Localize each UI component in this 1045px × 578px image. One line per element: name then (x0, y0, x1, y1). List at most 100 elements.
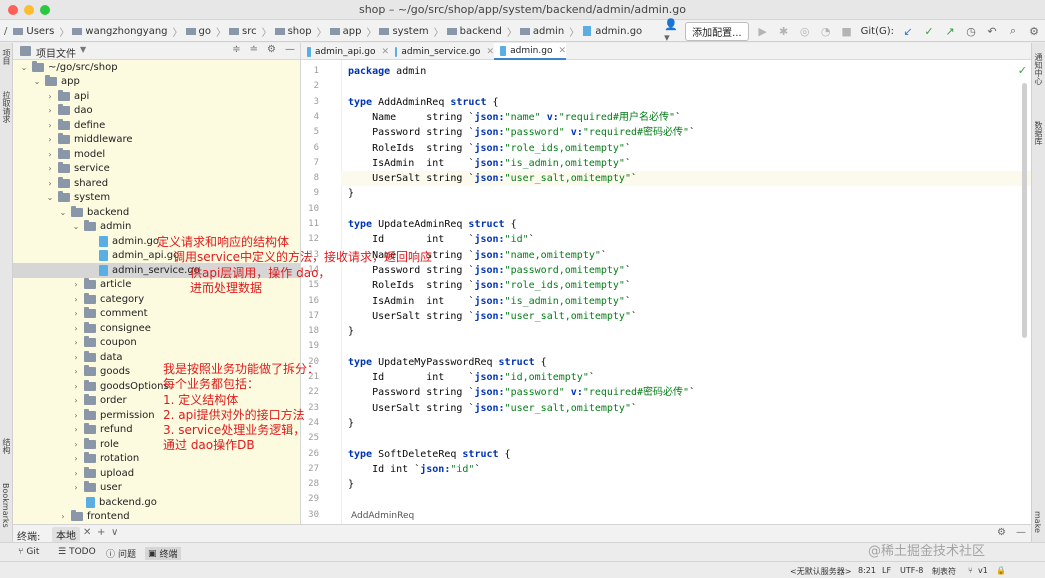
hide-panel-icon[interactable]: — (285, 44, 295, 55)
chevron-right-icon[interactable]: › (48, 135, 52, 145)
code-line[interactable]: Id int `json:"id,omitempty"` (341, 370, 1031, 385)
chevron-right-icon[interactable]: › (74, 483, 78, 493)
chevron-right-icon[interactable]: › (74, 410, 78, 420)
tree-folder-item[interactable]: ⌄~/go/src/shop (13, 60, 300, 75)
tree-folder-item[interactable]: ›rotation (13, 452, 300, 467)
tool-tab-structure[interactable]: 结构 (2, 438, 11, 454)
git-push-icon[interactable]: ↗ (945, 24, 955, 38)
code-line[interactable] (341, 492, 1031, 507)
chevron-right-icon[interactable]: › (61, 512, 65, 522)
breadcrumb-item[interactable]: app (329, 26, 361, 37)
tree-folder-item[interactable]: ›service (13, 162, 300, 177)
tree-file-item[interactable]: admin_service.go (13, 263, 300, 278)
tree-folder-item[interactable]: ›define (13, 118, 300, 133)
chevron-down-icon[interactable]: ⌄ (59, 207, 67, 217)
breadcrumb-item[interactable]: admin.go (582, 26, 642, 37)
tab-admin-api[interactable]: admin_api.go✕ (301, 43, 389, 60)
breadcrumb-item[interactable]: Users (13, 26, 54, 37)
tree-file-item[interactable]: admin.go (13, 234, 300, 249)
breadcrumb-item[interactable]: admin (519, 26, 564, 37)
git-update-icon[interactable]: ↙ (903, 24, 913, 38)
tool-window-terminal[interactable]: ▣终端 (145, 547, 181, 560)
code-line[interactable]: } (341, 416, 1031, 431)
new-terminal-button[interactable]: + (97, 527, 106, 538)
code-breadcrumb[interactable]: AddAdminReq (351, 511, 415, 521)
chevron-right-icon[interactable]: › (74, 338, 78, 348)
tool-tab-notifications[interactable]: 通知中心 (1034, 53, 1043, 85)
breadcrumb-item[interactable]: go (185, 26, 211, 37)
tree-folder-item[interactable]: ⌄admin (13, 220, 300, 235)
code-line[interactable]: package admin (341, 64, 1031, 79)
tree-folder-item[interactable]: ›refund (13, 423, 300, 438)
tree-folder-item[interactable]: ›middleware (13, 133, 300, 148)
tab-admin-service[interactable]: admin_service.go✕ (389, 43, 494, 60)
tool-window-todo[interactable]: ☰TODO (58, 547, 96, 557)
tree-folder-item[interactable]: ›goodsOptions (13, 379, 300, 394)
chevron-down-icon[interactable]: ⌄ (20, 62, 28, 72)
code-line[interactable]: Password string `json:"password,omitempt… (341, 263, 1031, 278)
chevron-right-icon[interactable]: › (48, 164, 52, 174)
lock-icon[interactable]: 🔒 (996, 566, 1006, 575)
settings-icon[interactable]: ⚙ (1029, 24, 1039, 38)
chevron-right-icon[interactable]: › (74, 396, 78, 406)
code-line[interactable]: Name string `json:"name" v:"required#用户名… (341, 110, 1031, 125)
tree-folder-item[interactable]: ›permission (13, 408, 300, 423)
chevron-right-icon[interactable]: › (48, 91, 52, 101)
chevron-right-icon[interactable]: › (74, 352, 78, 362)
debug-icon[interactable]: ✱ (779, 24, 789, 38)
chevron-right-icon[interactable]: › (74, 367, 78, 377)
chevron-right-icon[interactable]: › (74, 468, 78, 478)
breadcrumb-item[interactable]: wangzhongyang (72, 26, 168, 37)
project-panel-title[interactable]: 项目文件 (36, 49, 76, 60)
code-line[interactable]: type UpdateAdminReq struct { (341, 217, 1031, 232)
close-icon[interactable]: ✕ (83, 527, 92, 538)
tree-folder-item[interactable]: ›user (13, 481, 300, 496)
close-window-button[interactable] (8, 5, 18, 15)
tool-tab-make[interactable]: make (1033, 511, 1042, 533)
tree-folder-item[interactable]: ›dao (13, 104, 300, 119)
zoom-window-button[interactable] (40, 5, 50, 15)
status-server[interactable]: <无默认服务器> (790, 567, 852, 576)
stop-icon[interactable]: ■ (841, 24, 852, 38)
breadcrumb-item[interactable]: system (379, 26, 429, 37)
tree-folder-item[interactable]: ›data (13, 350, 300, 365)
status-line-separator[interactable]: LF (882, 566, 892, 575)
code-line[interactable]: RoleIds string `json:"role_ids,omitempty… (341, 278, 1031, 293)
code-line[interactable]: UserSalt string `json:"user_salt,omitemp… (341, 401, 1031, 416)
tree-folder-item[interactable]: ⌄system (13, 191, 300, 206)
code-line[interactable] (341, 79, 1031, 94)
tree-folder-item[interactable]: ›comment (13, 307, 300, 322)
code-line[interactable]: } (341, 324, 1031, 339)
run-icon[interactable]: ▶ (758, 24, 767, 38)
search-icon[interactable]: ⌕ (1009, 24, 1017, 37)
code-line[interactable] (341, 508, 1031, 523)
terminal-tab-local[interactable]: 本地 (52, 527, 80, 542)
chevron-down-icon[interactable]: ⌄ (46, 193, 54, 203)
code-line[interactable]: Id int `json:"id"` (341, 462, 1031, 477)
tree-folder-item[interactable]: ›frontend (13, 510, 300, 525)
tree-folder-item[interactable]: ›category (13, 292, 300, 307)
tree-folder-item[interactable]: ›order (13, 394, 300, 409)
chevron-right-icon[interactable]: › (74, 323, 78, 333)
tree-folder-item[interactable]: ›shared (13, 176, 300, 191)
code-line[interactable] (341, 431, 1031, 446)
code-line[interactable] (341, 202, 1031, 217)
settings-icon[interactable]: ⚙ (997, 527, 1006, 538)
chevron-right-icon[interactable]: › (48, 149, 52, 159)
chevron-right-icon[interactable]: › (74, 309, 78, 319)
minimize-window-button[interactable] (24, 5, 34, 15)
chevron-down-icon[interactable]: ⌄ (72, 222, 80, 232)
close-icon[interactable]: ✕ (486, 46, 494, 57)
status-git-branch[interactable]: v1 (978, 566, 988, 575)
chevron-right-icon[interactable]: › (74, 280, 78, 290)
chevron-right-icon[interactable]: › (48, 178, 52, 188)
collapse-all-icon[interactable]: ≐ (249, 44, 259, 55)
close-icon[interactable]: ✕ (381, 46, 389, 57)
code-line[interactable]: UserSalt string `json:"user_salt,omitemp… (341, 309, 1031, 324)
tree-folder-item[interactable]: ›role (13, 437, 300, 452)
expand-all-icon[interactable]: ≑ (232, 44, 241, 55)
editor-scrollbar[interactable] (1022, 83, 1027, 338)
chevron-right-icon[interactable]: › (74, 381, 78, 391)
inspection-ok-icon[interactable]: ✓ (1017, 64, 1027, 77)
